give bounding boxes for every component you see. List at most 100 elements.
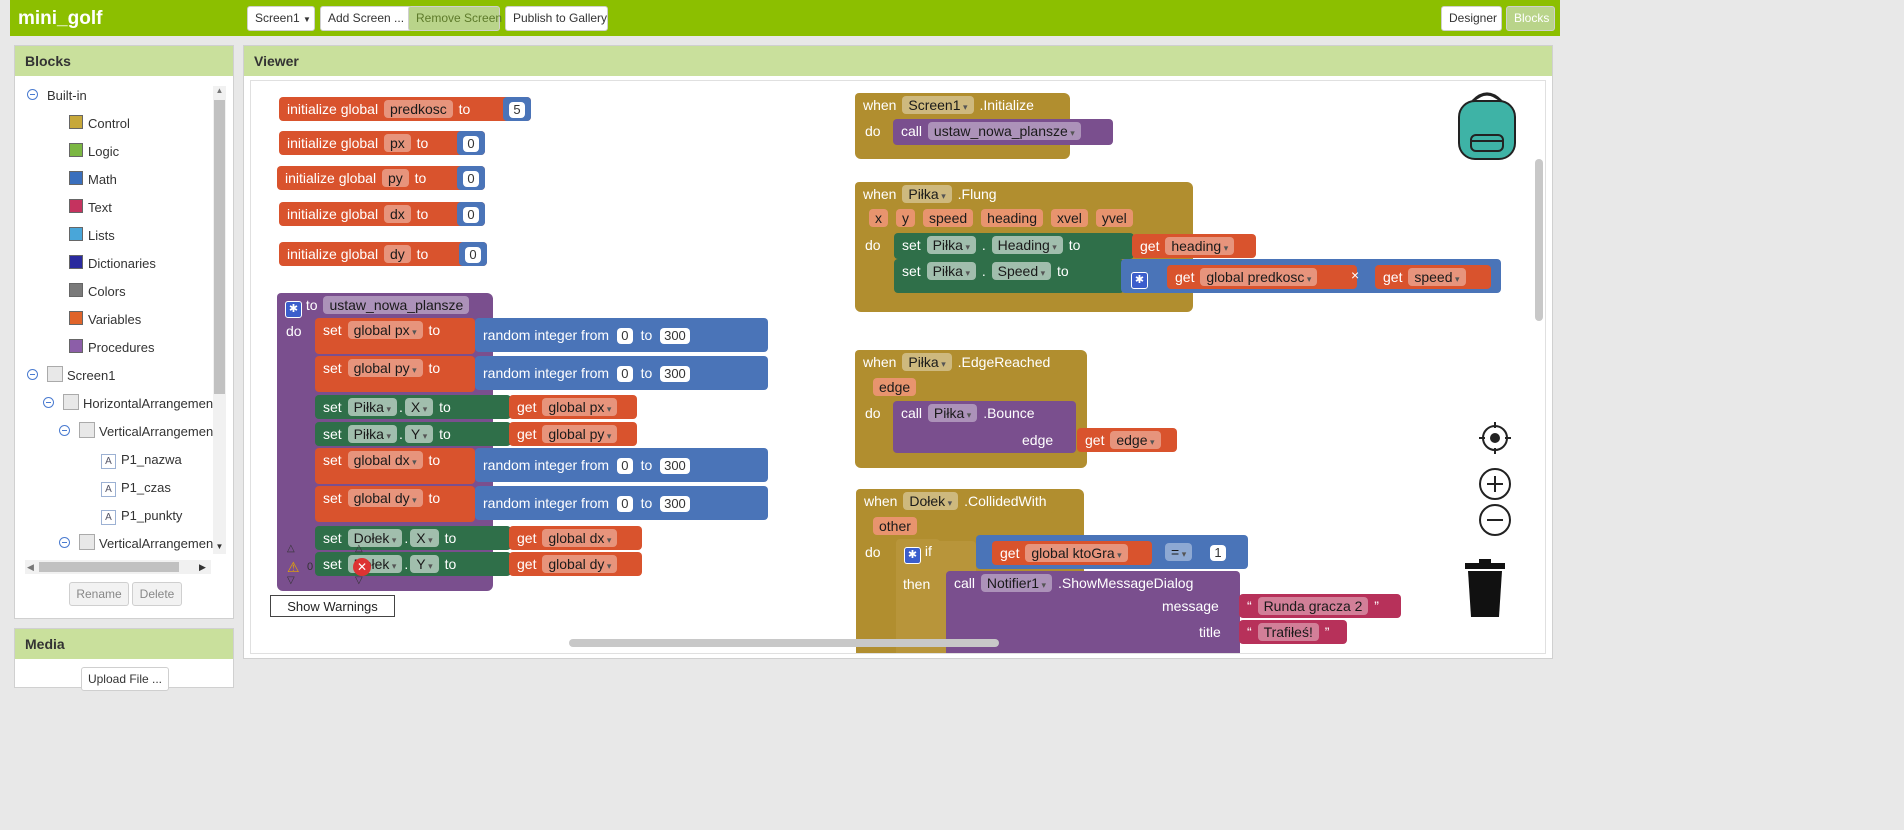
procedure-header[interactable]: ✱ to ustaw_nowa_plansze	[277, 293, 480, 318]
builtin-colors[interactable]: Colors	[69, 278, 126, 306]
equals-operator[interactable]: =	[1163, 543, 1194, 561]
delete-button[interactable]: Delete	[132, 582, 182, 606]
builtin-lists[interactable]: Lists	[69, 222, 115, 250]
tree-scrollbar-horizontal[interactable]: ◀ ▶	[25, 560, 211, 574]
number-field[interactable]: 5	[509, 102, 525, 118]
publish-button[interactable]: Publish to Gallery	[505, 6, 608, 31]
var-name-field[interactable]: px	[383, 134, 411, 152]
tree-vertical-2[interactable]: VerticalArrangemen	[59, 530, 213, 558]
get-global-dy[interactable]: get global dy	[509, 552, 642, 576]
var-dropdown[interactable]: global predkosc	[1200, 268, 1318, 286]
component-dropdown[interactable]: Piłka	[926, 262, 976, 280]
text-field[interactable]: Trafiłeś!	[1257, 623, 1319, 641]
init-header[interactable]: when Screen1 .Initialize	[855, 93, 1042, 117]
var-dropdown[interactable]: global ktoGra	[1025, 544, 1128, 562]
backpack-icon[interactable]	[1451, 91, 1523, 165]
operator-dropdown[interactable]: =	[1165, 543, 1193, 561]
from-number[interactable]: 0	[616, 328, 633, 344]
param-heading[interactable]: heading	[981, 209, 1043, 227]
var-name-field[interactable]: predkosc	[383, 100, 453, 118]
random-integer-block[interactable]: random integer from 0 to 300	[475, 356, 768, 390]
component-dropdown[interactable]: Piłka	[926, 236, 976, 254]
property-dropdown[interactable]: Y	[404, 425, 434, 443]
scroll-up-icon[interactable]: ▲	[215, 86, 224, 95]
from-number[interactable]: 0	[616, 458, 633, 474]
builtin-text[interactable]: Text	[69, 194, 112, 222]
zoom-out-icon[interactable]	[1478, 503, 1512, 537]
scroll-thumb[interactable]	[214, 100, 225, 394]
component-dropdown[interactable]: Piłka	[347, 425, 397, 443]
property-dropdown[interactable]: Speed	[991, 262, 1052, 280]
property-dropdown[interactable]: X	[410, 529, 439, 547]
remove-screen-button[interactable]: Remove Screen	[408, 6, 502, 31]
get-global-px[interactable]: get global px	[509, 395, 637, 419]
set-pilka-y[interactable]: set Piłka.Y to	[315, 422, 511, 446]
gear-icon[interactable]: ✱	[904, 547, 921, 564]
component-dropdown[interactable]: Piłka	[927, 404, 978, 422]
flung-header[interactable]: when Piłka .Flung	[855, 182, 1005, 206]
component-dropdown[interactable]: Dołek	[903, 492, 959, 510]
var-dropdown[interactable]: global py	[347, 359, 423, 377]
edge-header[interactable]: when Piłka .EdgeReached	[855, 350, 1059, 374]
number-block[interactable]: 0	[457, 202, 485, 226]
get-global-predkosc[interactable]: get global predkosc	[1167, 265, 1357, 289]
var-dropdown[interactable]: global px	[347, 321, 423, 339]
workspace-scrollbar-vertical[interactable]	[1535, 159, 1543, 321]
random-integer-block[interactable]: random integer from 0 to 300	[475, 448, 768, 482]
tree-screen1[interactable]: Screen1	[27, 362, 115, 390]
set-global-px[interactable]: set global px to	[315, 318, 475, 354]
param-yvel[interactable]: yvel	[1095, 209, 1133, 227]
var-dropdown[interactable]: heading	[1165, 237, 1235, 255]
tree-builtin[interactable]: Built-in	[27, 82, 87, 110]
collide-header[interactable]: when Dołek .CollidedWith	[856, 489, 1055, 513]
rename-button[interactable]: Rename	[69, 582, 129, 606]
call-pilka-bounce[interactable]: call Piłka .Bounce	[893, 401, 1076, 453]
set-pilka-x[interactable]: set Piłka.X to	[315, 395, 511, 419]
tree-horizontal[interactable]: HorizontalArrangemen	[43, 390, 213, 418]
scroll-right-icon[interactable]: ▶	[199, 562, 206, 572]
component-dropdown[interactable]: Piłka	[902, 185, 952, 203]
var-name-field[interactable]: dx	[383, 205, 411, 223]
param-xvel[interactable]: xvel	[1050, 209, 1088, 227]
designer-button[interactable]: Designer	[1441, 6, 1502, 31]
arrow-down-icon[interactable]: ▽	[355, 575, 363, 586]
text-trafiles[interactable]: “ Trafiłeś! ”	[1239, 620, 1347, 644]
param-y[interactable]: y	[896, 209, 915, 227]
trash-icon[interactable]	[1463, 559, 1507, 619]
collapse-icon[interactable]	[59, 537, 70, 548]
var-dropdown[interactable]: global dy	[347, 489, 423, 507]
number-field[interactable]: 0	[463, 207, 479, 223]
property-dropdown[interactable]: Heading	[991, 236, 1063, 254]
builtin-logic[interactable]: Logic	[69, 138, 119, 166]
param-field[interactable]: other	[873, 517, 917, 535]
random-integer-block[interactable]: random integer from 0 to 300	[475, 486, 768, 520]
tree-scrollbar-vertical[interactable]: ▲ ▼	[213, 86, 226, 554]
var-dropdown[interactable]: global dy	[542, 555, 618, 573]
number-field[interactable]: 1	[1210, 545, 1226, 561]
screen-dropdown[interactable]: Screen1 ▼	[247, 6, 315, 31]
gear-icon[interactable]: ✱	[285, 301, 302, 318]
component-dropdown[interactable]: Notifier1	[980, 574, 1053, 592]
set-dolek-x[interactable]: set Dołek.X to	[315, 526, 511, 550]
add-screen-button[interactable]: Add Screen ...	[320, 6, 412, 31]
set-global-py[interactable]: set global py to	[315, 356, 475, 392]
scroll-thumb[interactable]	[39, 562, 179, 572]
collapse-icon[interactable]	[27, 369, 38, 380]
set-pilka-speed[interactable]: set Piłka . Speed to	[894, 259, 1124, 293]
collapse-icon[interactable]	[27, 89, 38, 100]
to-number[interactable]: 300	[660, 328, 690, 344]
property-dropdown[interactable]: X	[404, 398, 434, 416]
get-heading[interactable]: get heading	[1132, 234, 1256, 258]
number-block[interactable]: 0	[457, 166, 485, 190]
arrow-up-icon[interactable]: △	[287, 543, 295, 554]
show-warnings-button[interactable]: Show Warnings	[270, 595, 395, 617]
get-global-py[interactable]: get global py	[509, 422, 637, 446]
set-pilka-heading[interactable]: set Piłka . Heading to	[894, 233, 1134, 259]
to-number[interactable]: 300	[660, 458, 690, 474]
component-dropdown[interactable]: Dołek	[347, 529, 403, 547]
